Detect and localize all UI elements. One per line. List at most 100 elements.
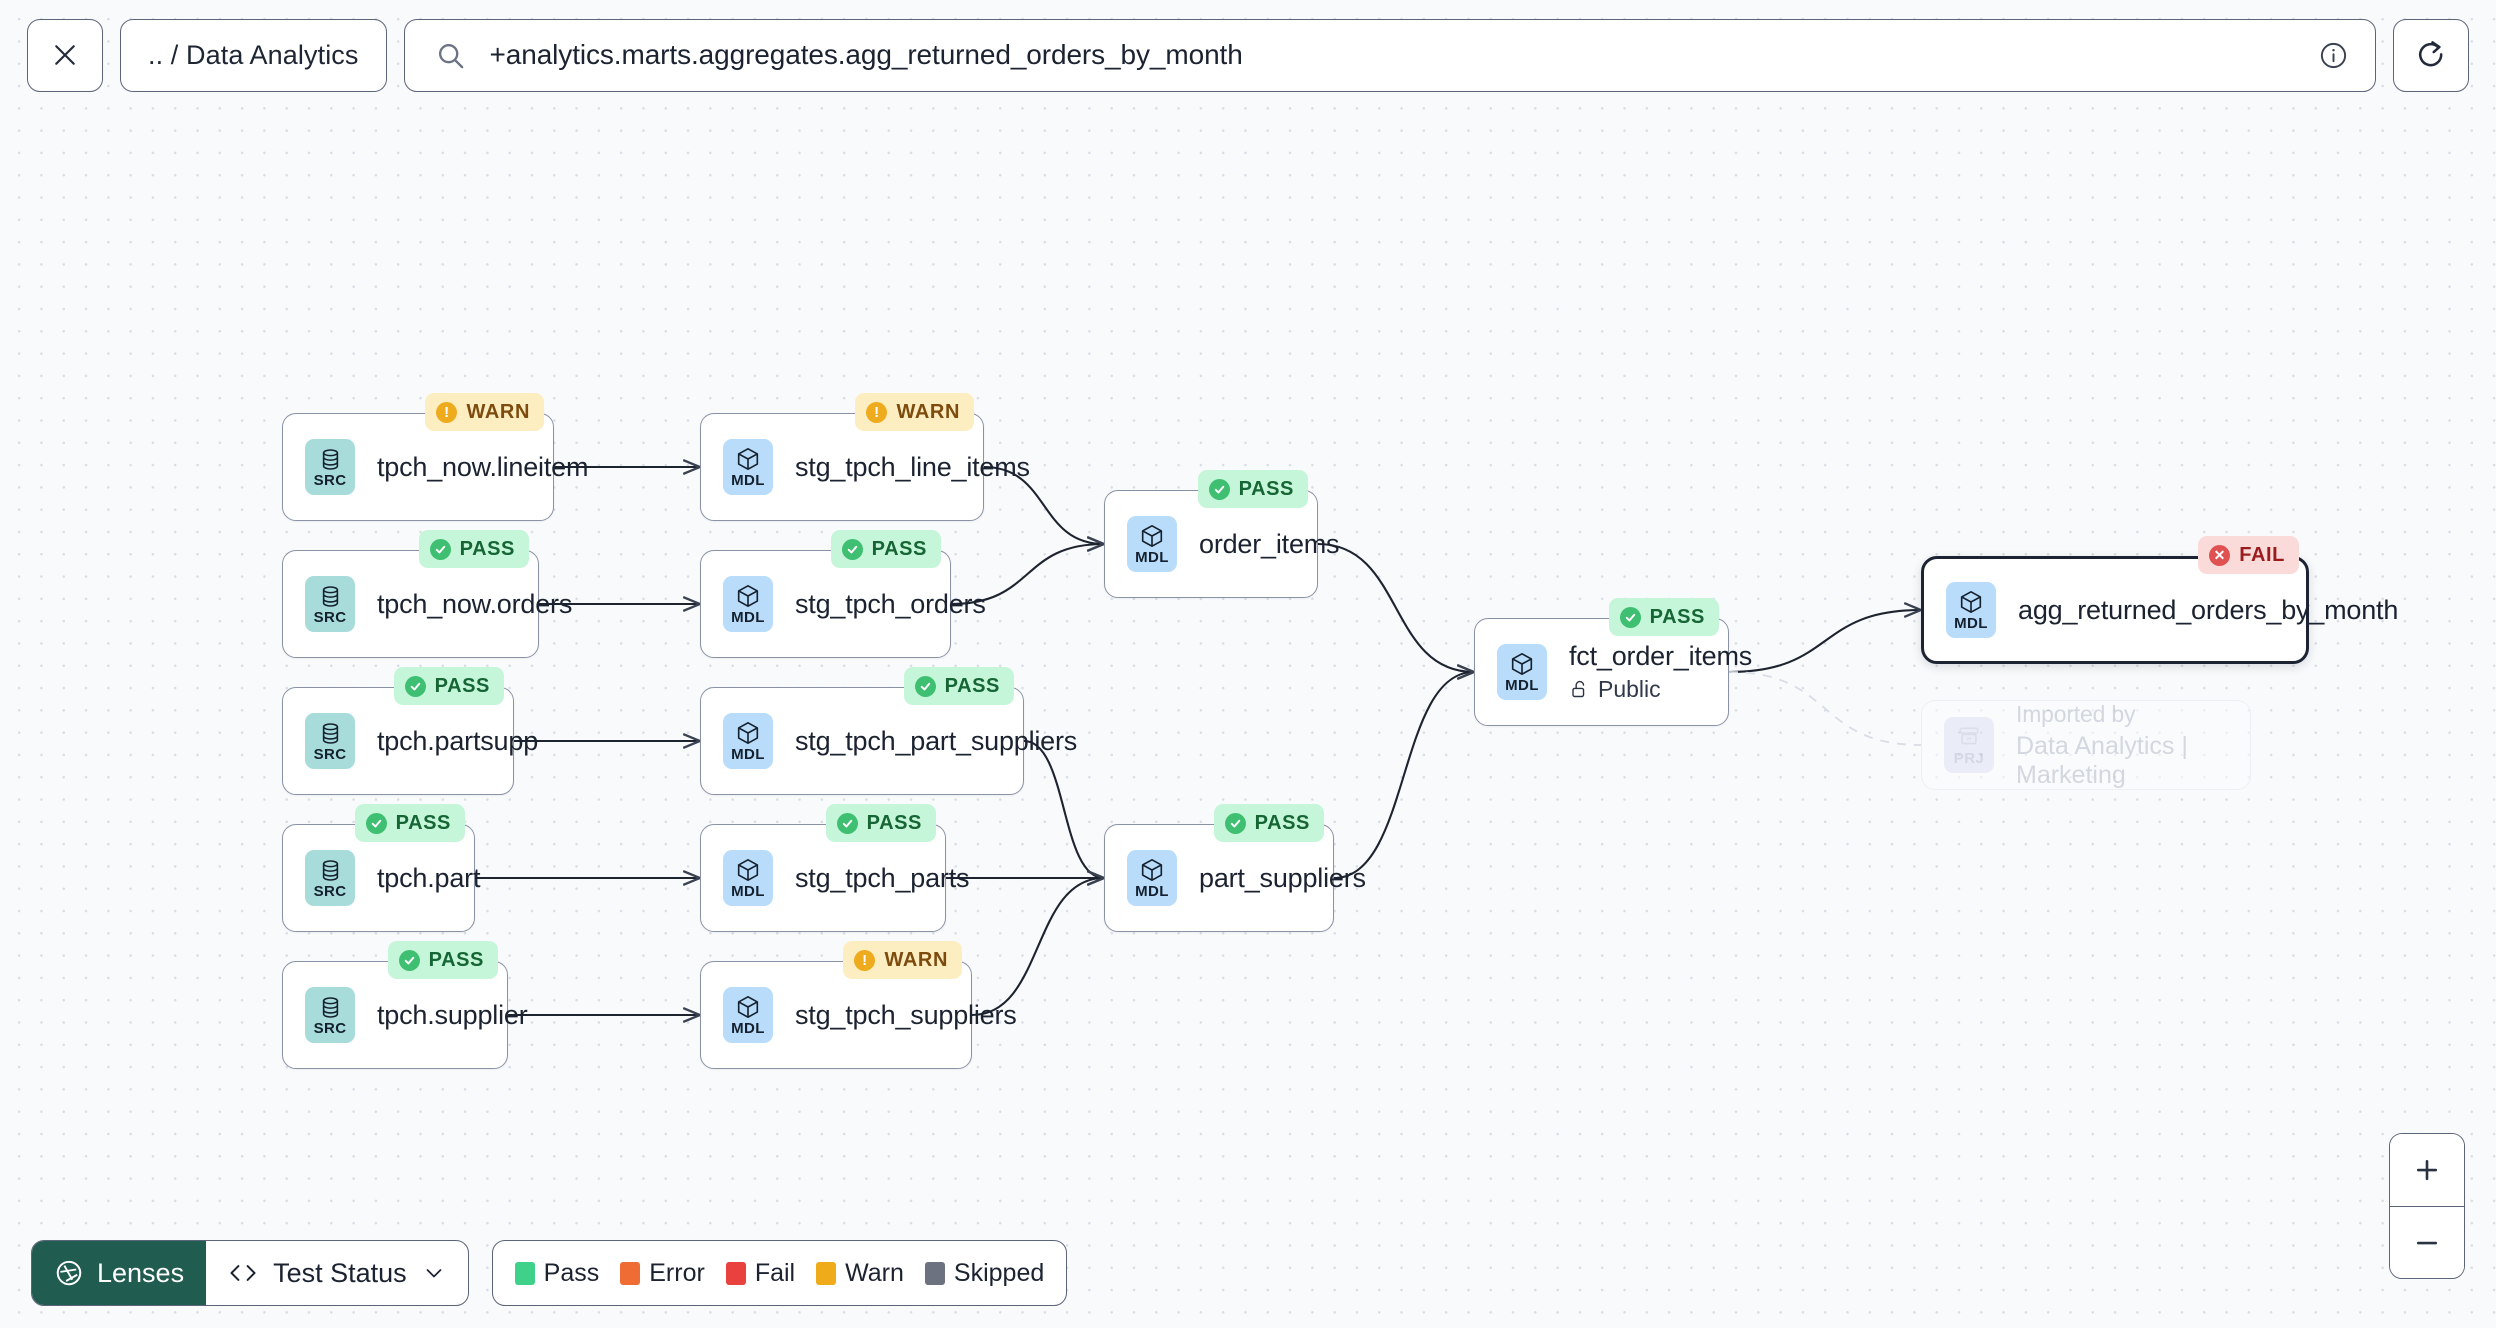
node-body: stg_tpch_orders bbox=[795, 588, 986, 620]
node-title: Imported by bbox=[2016, 700, 2136, 727]
src-type-icon: SRC bbox=[305, 713, 355, 769]
node-title: tpch.supplier bbox=[377, 999, 528, 1030]
graph-edge bbox=[971, 878, 1104, 1017]
legend-swatch bbox=[816, 1261, 837, 1285]
graph-edge bbox=[1317, 542, 1474, 672]
graph-edge bbox=[1728, 610, 1921, 674]
node-subtitle: Data Analytics | Marketing bbox=[2016, 732, 2250, 790]
lenses-label: Lenses bbox=[97, 1257, 185, 1288]
minus-icon bbox=[2412, 1228, 2442, 1258]
graph-node[interactable]: SRC tpch.partsupp bbox=[282, 687, 539, 795]
node-title: order_items bbox=[1199, 528, 1340, 559]
node-body: order_items bbox=[1199, 528, 1340, 560]
code-icon bbox=[228, 1261, 258, 1285]
mdl-type-icon: MDL bbox=[723, 576, 773, 632]
graph-node[interactable]: MDL stg_tpch_part_suppliers bbox=[700, 687, 1078, 795]
close-button[interactable] bbox=[27, 18, 103, 92]
legend-swatch bbox=[924, 1261, 945, 1285]
legend-label: Warn bbox=[845, 1258, 904, 1287]
node-title: agg_returned_orders_by_month bbox=[2018, 594, 2399, 625]
node-body: stg_tpch_suppliers bbox=[795, 999, 1017, 1031]
node-type-label: MDL bbox=[1954, 615, 1988, 632]
zoom-in-button[interactable] bbox=[2390, 1134, 2464, 1206]
legend-item[interactable]: Error bbox=[620, 1259, 705, 1288]
legend-label: Pass bbox=[543, 1258, 600, 1287]
node-title: stg_tpch_suppliers bbox=[795, 999, 1017, 1030]
refresh-button[interactable] bbox=[2393, 18, 2469, 92]
node-title: tpch.partsupp bbox=[377, 725, 539, 756]
node-title: tpch_now.lineitem bbox=[377, 451, 589, 482]
node-title: stg_tpch_parts bbox=[795, 862, 970, 893]
info-icon[interactable] bbox=[2318, 40, 2349, 71]
mdl-type-icon: MDL bbox=[1946, 582, 1996, 638]
graph-edge bbox=[1728, 671, 1922, 746]
graph-node[interactable]: SRC tpch_now.lineitem bbox=[282, 413, 589, 521]
node-title: stg_tpch_orders bbox=[795, 588, 986, 619]
graph-node[interactable]: MDL order_items bbox=[1104, 490, 1340, 598]
mdl-type-icon: MDL bbox=[1127, 516, 1177, 572]
node-subtitle-label: Data Analytics | Marketing bbox=[2016, 731, 2188, 789]
legend-item[interactable]: Warn bbox=[816, 1259, 904, 1288]
graph-node[interactable]: MDL stg_tpch_orders bbox=[700, 550, 986, 658]
node-title: part_suppliers bbox=[1199, 862, 1366, 893]
breadcrumb-button[interactable]: .. / Data Analytics bbox=[120, 18, 387, 92]
test-status-dropdown[interactable]: Test Status bbox=[206, 1241, 468, 1305]
refresh-icon bbox=[2414, 38, 2448, 72]
zoom-out-button[interactable] bbox=[2390, 1206, 2464, 1278]
legend-item[interactable]: Fail bbox=[725, 1258, 796, 1288]
graph-node[interactable]: MDL agg_returned_orders_by_month bbox=[1921, 556, 2399, 664]
bottom-toolbar: Lenses Test Status Pass Error bbox=[31, 1240, 1068, 1306]
node-type-label: SRC bbox=[313, 1019, 347, 1037]
src-type-icon: SRC bbox=[305, 850, 355, 906]
legend-label: Skipped bbox=[953, 1258, 1045, 1287]
top-toolbar: .. / Data Analytics +analytics.marts.agg… bbox=[0, 0, 2496, 110]
legend-item[interactable]: Pass bbox=[514, 1258, 600, 1288]
graph-node[interactable]: SRC tpch_now.orders bbox=[282, 550, 572, 658]
node-type-label: SRC bbox=[313, 882, 347, 900]
legend-label: Fail bbox=[754, 1258, 796, 1287]
aperture-icon bbox=[54, 1258, 84, 1288]
mdl-type-icon: MDL bbox=[723, 713, 773, 769]
chevron-down-icon bbox=[422, 1261, 446, 1285]
legend-swatch bbox=[514, 1261, 535, 1285]
node-type-label: SRC bbox=[313, 608, 347, 626]
mdl-type-icon: MDL bbox=[1497, 644, 1547, 700]
node-type-label: SRC bbox=[313, 471, 347, 489]
graph-node[interactable]: MDL part_suppliers bbox=[1104, 824, 1366, 932]
mdl-type-icon: MDL bbox=[1127, 850, 1177, 906]
mdl-type-icon: MDL bbox=[723, 439, 773, 495]
legend-swatch bbox=[725, 1261, 746, 1285]
zoom-controls bbox=[2389, 1133, 2465, 1279]
node-title: tpch.part bbox=[377, 862, 481, 893]
node-body: tpch.supplier bbox=[377, 999, 528, 1031]
search-value: +analytics.marts.aggregates.agg_returned… bbox=[489, 39, 1243, 70]
test-status-label: Test Status bbox=[273, 1257, 407, 1288]
legend-item[interactable]: Skipped bbox=[924, 1258, 1045, 1288]
node-body: stg_tpch_parts bbox=[795, 862, 970, 894]
search-icon bbox=[435, 40, 466, 71]
graph-node[interactable]: SRC tpch.part bbox=[282, 824, 481, 932]
graph-node[interactable]: MDL stg_tpch_parts bbox=[700, 824, 970, 932]
legend-swatch bbox=[620, 1261, 641, 1285]
legend-label: Error bbox=[649, 1258, 705, 1287]
node-title: stg_tpch_part_suppliers bbox=[795, 725, 1078, 756]
node-body: tpch_now.lineitem bbox=[377, 451, 589, 483]
search-input[interactable]: +analytics.marts.aggregates.agg_returned… bbox=[403, 18, 2376, 92]
lenses-button[interactable]: Lenses bbox=[32, 1241, 207, 1305]
node-body: tpch_now.orders bbox=[377, 589, 572, 620]
node-type-label: MDL bbox=[1505, 677, 1539, 694]
node-type-label: SRC bbox=[313, 745, 347, 763]
src-type-icon: SRC bbox=[305, 576, 355, 632]
node-type-label: MDL bbox=[1135, 883, 1169, 900]
close-icon bbox=[50, 40, 80, 70]
graph-node[interactable]: SRC tpch.supplier bbox=[282, 961, 528, 1069]
node-type-label: MDL bbox=[731, 883, 765, 900]
src-type-icon: SRC bbox=[305, 439, 355, 495]
